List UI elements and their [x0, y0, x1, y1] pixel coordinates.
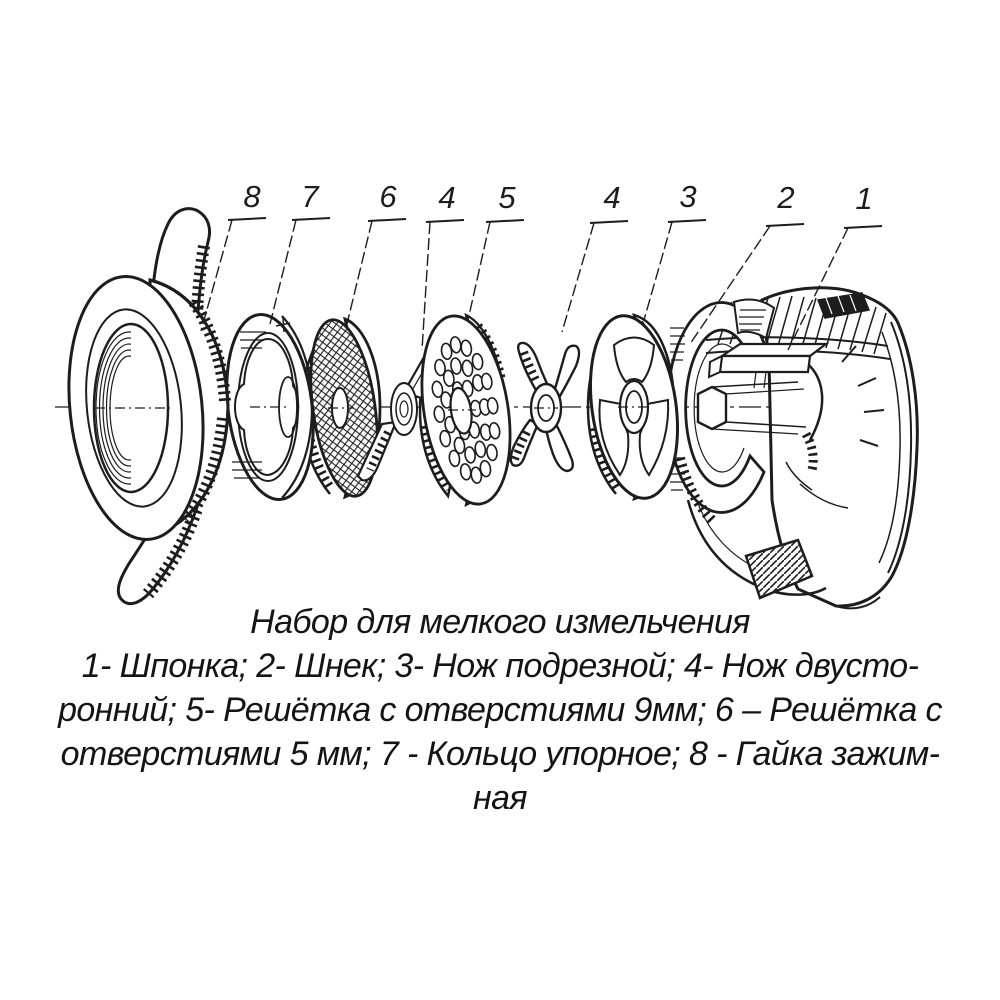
part-number-label: 8 — [243, 179, 261, 214]
callout-5: 5 — [467, 180, 525, 321]
callout-6: 6 — [345, 179, 407, 329]
auger-flange — [666, 298, 776, 524]
part-3-undercut-knife — [586, 313, 680, 501]
part-number-label: 1 — [855, 181, 872, 216]
part-number-label: 4 — [603, 180, 620, 215]
callout-8: 8 — [200, 179, 267, 332]
callout-7: 7 — [269, 179, 331, 325]
part-number-label: 7 — [301, 179, 320, 214]
caption-line: ронний; 5- Решётка с отверстиями 9мм; 6 … — [58, 691, 942, 729]
auger-keyway — [816, 292, 871, 319]
part-1-key — [707, 342, 830, 389]
part-7-thrust-ring — [225, 313, 315, 501]
part-number-label: 5 — [498, 180, 516, 215]
part-8-clamping-nut — [67, 207, 231, 606]
caption-line: отверстиями 5 мм; 7 - Кольцо упорное; 8 … — [60, 735, 940, 773]
callout-4-right: 4 — [561, 180, 629, 333]
callout-4-left: 4 — [421, 180, 465, 351]
part-5-grid-9mm — [420, 313, 512, 507]
caption-line: ная — [473, 779, 528, 817]
callout-2: 2 — [689, 180, 805, 345]
part-4b-two-sided-knife — [509, 341, 581, 473]
callout-3: 3 — [643, 179, 707, 321]
part-number-label: 3 — [679, 179, 696, 214]
caption-line: 1- Шпонка; 2- Шнек; 3- Нож подрезной; 4-… — [81, 647, 919, 685]
part-number-label: 6 — [379, 179, 397, 214]
auger-hex-shaft — [696, 381, 807, 435]
part-number-label: 2 — [776, 180, 794, 215]
part-2-auger — [666, 286, 919, 610]
callout-1: 1 — [787, 181, 883, 351]
caption-title: Набор для мелкого измельчения — [250, 603, 750, 641]
caption: Набор для мелкого измельчения 1- Шпонка;… — [0, 600, 1000, 820]
part-number-label: 4 — [438, 180, 455, 215]
part-number-callouts: 8 7 6 4 5 4 3 2 — [200, 179, 883, 351]
